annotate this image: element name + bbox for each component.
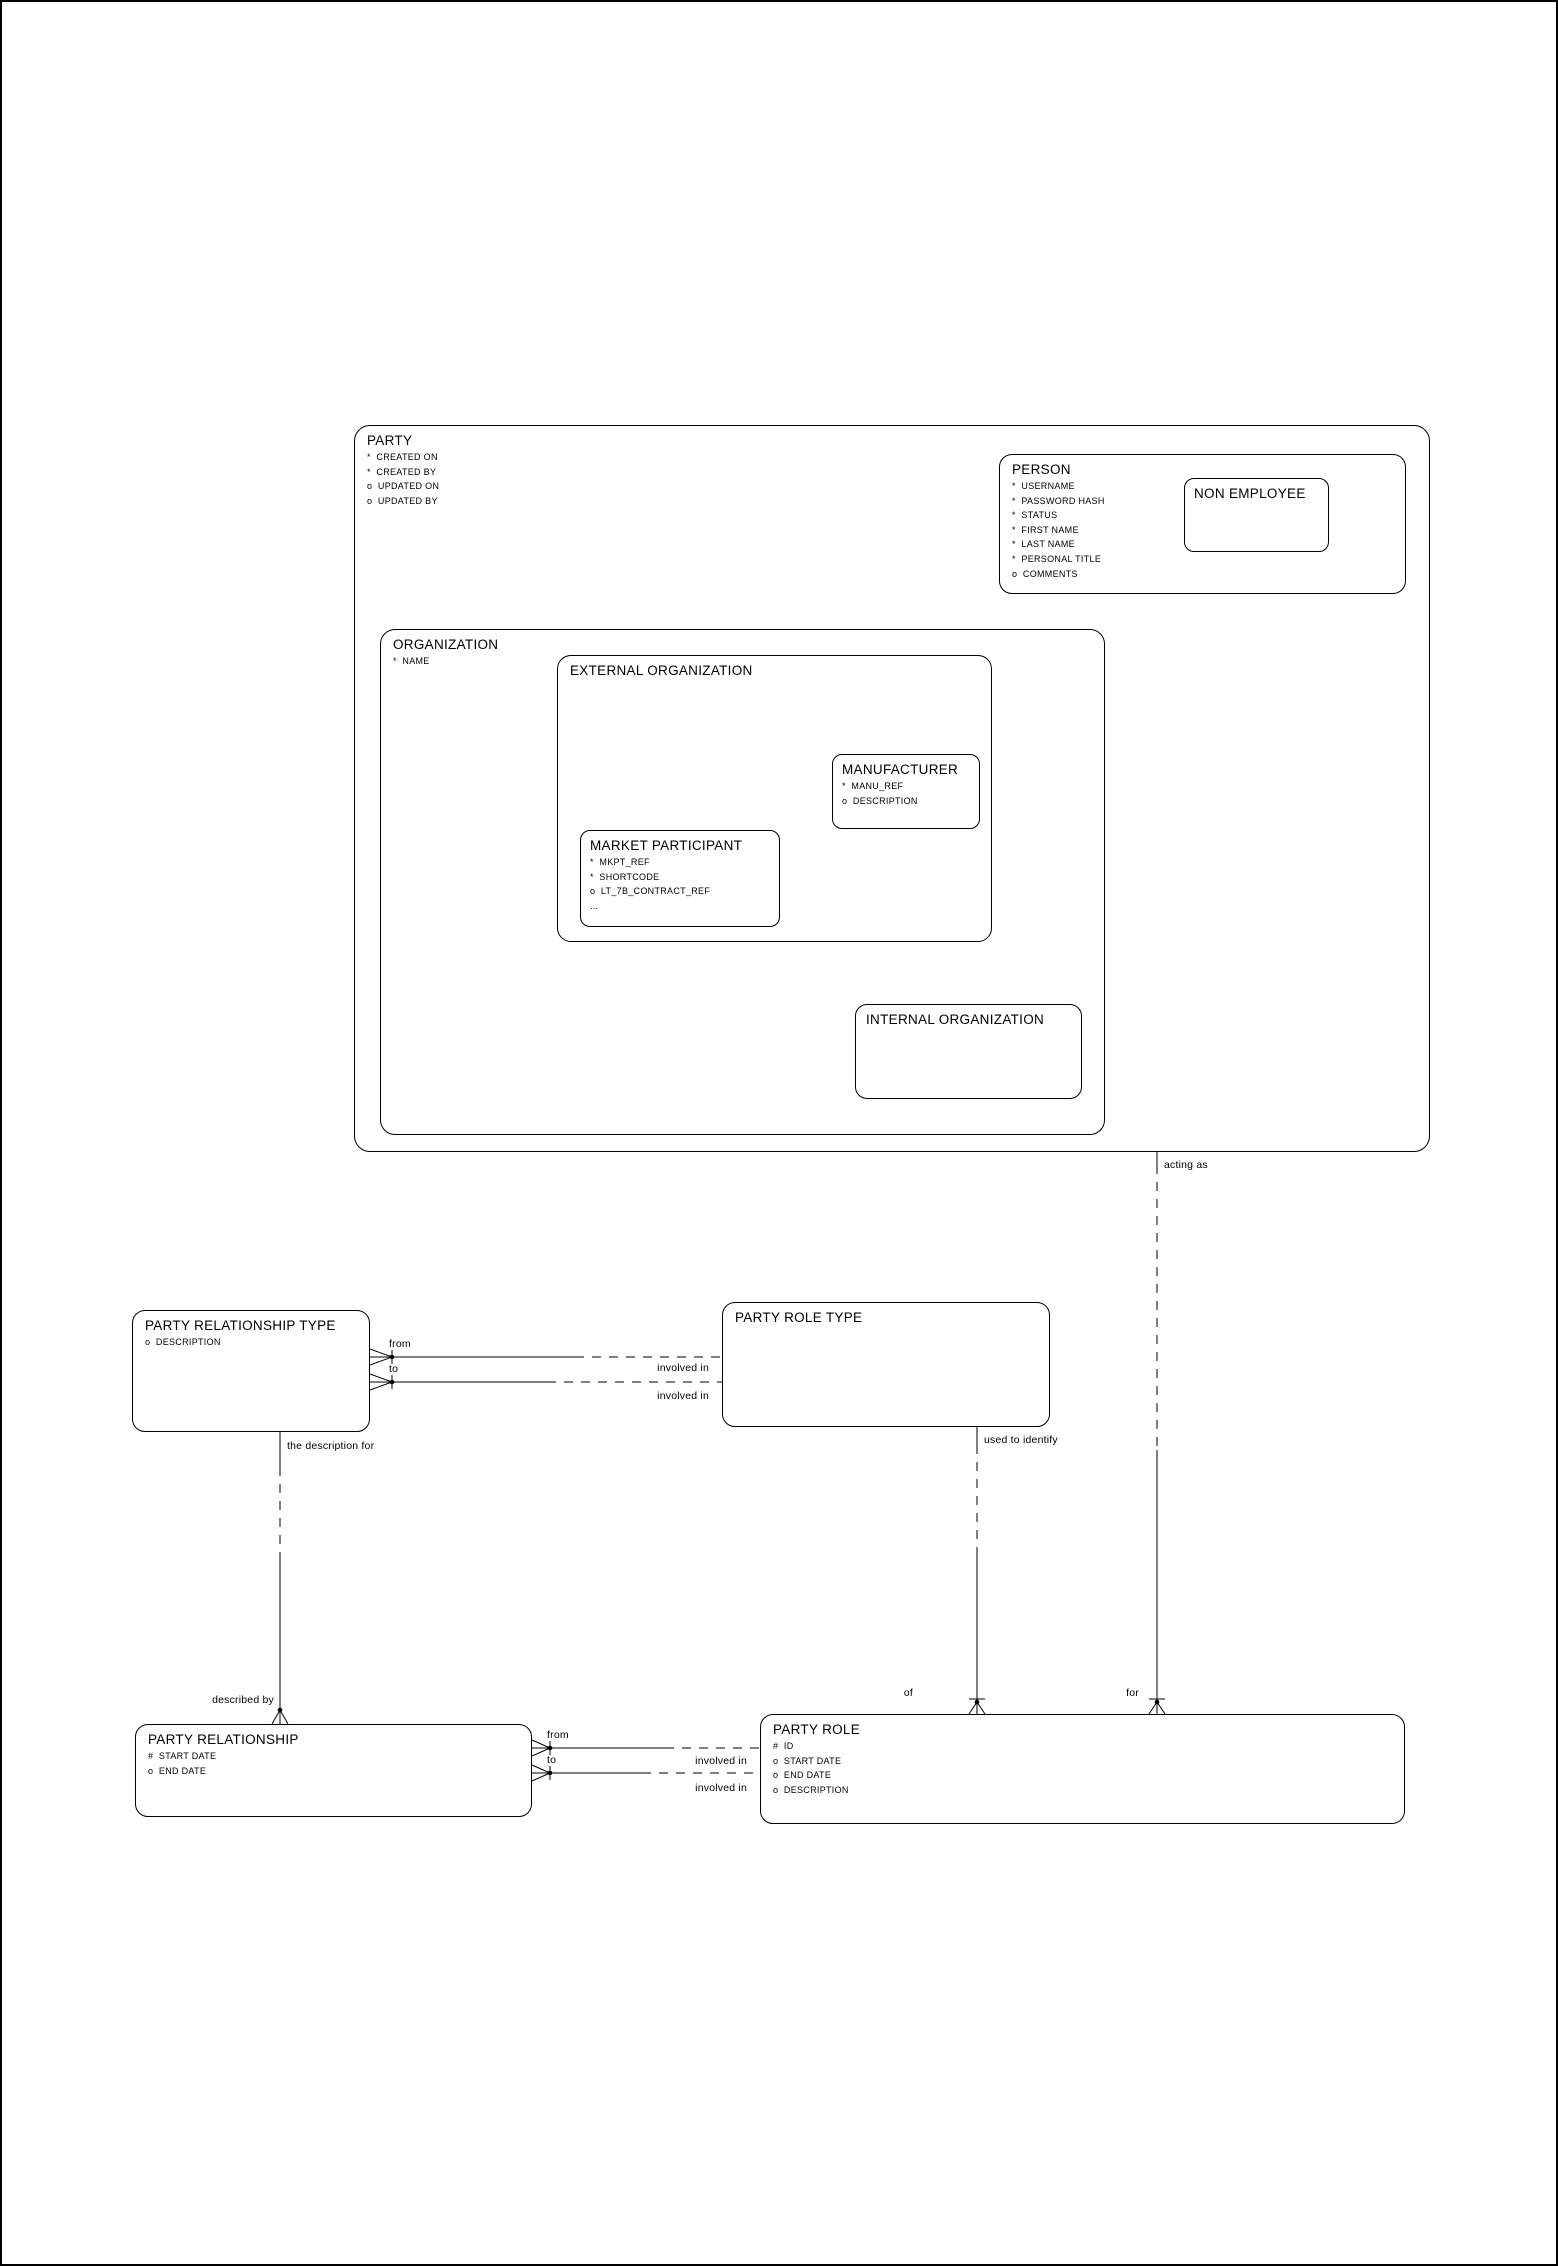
relationship-label-to-type: to — [389, 1363, 399, 1375]
relationship-label-involved-in: involved in — [695, 1755, 747, 1767]
relationship-label-described-by: described by — [212, 1694, 274, 1706]
entity-title: EXTERNAL ORGANIZATION — [570, 663, 753, 678]
relationship-label-the-description-for: the description for — [287, 1440, 375, 1452]
entity-title: INTERNAL ORGANIZATION — [866, 1012, 1045, 1027]
entity-party-role-type[interactable]: PARTY ROLE TYPE — [722, 1302, 1050, 1427]
entity-attribute: # START DATE — [148, 1751, 217, 1761]
entity-attribute: * PERSONAL TITLE — [1012, 553, 1102, 564]
relationship-label-involved-in: involved in — [695, 1782, 747, 1794]
relationship-label-from-rel: from — [547, 1729, 569, 1741]
entity-title: PARTY — [367, 433, 413, 448]
entity-title: MANUFACTURER — [842, 762, 959, 777]
relationship-label-involved-in: involved in — [657, 1390, 709, 1402]
entity-attribute: ... — [590, 900, 599, 911]
relationship-label-of: of — [903, 1687, 913, 1699]
entity-attribute: * CREATED ON — [367, 452, 438, 462]
relationship-label-for: for — [1126, 1687, 1139, 1699]
entity-title: ORGANIZATION — [393, 637, 499, 652]
entity-attribute: * FIRST NAME — [1012, 524, 1079, 535]
relationship-label-from-type: from — [389, 1338, 411, 1350]
entity-attribute: * SHORTCODE — [590, 871, 660, 882]
entity-attribute: * MANU_REF — [842, 781, 904, 791]
entity-non-employee[interactable]: NON EMPLOYEE — [1184, 478, 1329, 552]
entity-attribute: o COMMENTS — [1012, 568, 1078, 579]
entity-title: PARTY ROLE TYPE — [735, 1310, 863, 1325]
relationship-label-used-to-identify: used to identify — [984, 1434, 1058, 1446]
entity-attribute: o UPDATED BY — [367, 495, 438, 506]
entity-attribute: * NAME — [393, 656, 430, 666]
entity-party-role[interactable]: PARTY ROLE # ID o START DATE o END DATE … — [760, 1714, 1405, 1824]
entity-title: PARTY RELATIONSHIP — [148, 1732, 299, 1747]
entity-attribute: o DESCRIPTION — [773, 1784, 849, 1795]
entity-attribute: * STATUS — [1012, 510, 1058, 521]
entity-attribute: o END DATE — [148, 1765, 207, 1776]
entity-attribute: o START DATE — [773, 1755, 842, 1766]
entity-attribute: * PASSWORD HASH — [1012, 495, 1105, 506]
entity-manufacturer[interactable]: MANUFACTURER * MANU_REF o DESCRIPTION — [832, 754, 980, 829]
entity-title: MARKET PARTICIPANT — [590, 838, 743, 853]
entity-title: PARTY ROLE — [773, 1722, 861, 1737]
relationship-used-to-identify — [968, 1427, 986, 1715]
relationship-label-acting-as: acting as — [1164, 1159, 1208, 1171]
entity-attribute: * USERNAME — [1012, 481, 1075, 491]
relationship-label-to-rel: to — [547, 1754, 557, 1766]
relationship-description-for — [271, 1432, 289, 1725]
relationship-from-rel — [531, 1739, 760, 1757]
relationship-acting-as — [1148, 1152, 1166, 1715]
entity-attribute: o DESCRIPTION — [842, 795, 918, 806]
entity-attribute: # ID — [773, 1741, 794, 1751]
relationship-label-involved-in: involved in — [657, 1362, 709, 1374]
entity-title: PERSON — [1012, 462, 1071, 477]
entity-title: PARTY RELATIONSHIP TYPE — [145, 1318, 336, 1333]
entity-attribute: * MKPT_REF — [590, 857, 650, 867]
entity-attribute: o LT_7B_CONTRACT_REF — [590, 886, 711, 897]
entity-attribute: * CREATED BY — [367, 466, 437, 477]
entity-attribute: o UPDATED ON — [367, 481, 440, 492]
entity-title: NON EMPLOYEE — [1194, 486, 1306, 501]
relationship-to-type — [369, 1373, 722, 1391]
relationship-to-rel — [531, 1764, 760, 1782]
entity-market-participant[interactable]: MARKET PARTICIPANT * MKPT_REF * SHORTCOD… — [580, 830, 780, 927]
entity-attribute: * LAST NAME — [1012, 539, 1075, 550]
entity-internal-organization[interactable]: INTERNAL ORGANIZATION — [855, 1004, 1082, 1099]
entity-party-relationship[interactable]: PARTY RELATIONSHIP # START DATE o END DA… — [135, 1724, 532, 1817]
entity-attribute: o END DATE — [773, 1770, 832, 1781]
entity-attribute: o DESCRIPTION — [145, 1337, 221, 1347]
entity-party-relationship-type[interactable]: PARTY RELATIONSHIP TYPE o DESCRIPTION — [132, 1310, 370, 1432]
